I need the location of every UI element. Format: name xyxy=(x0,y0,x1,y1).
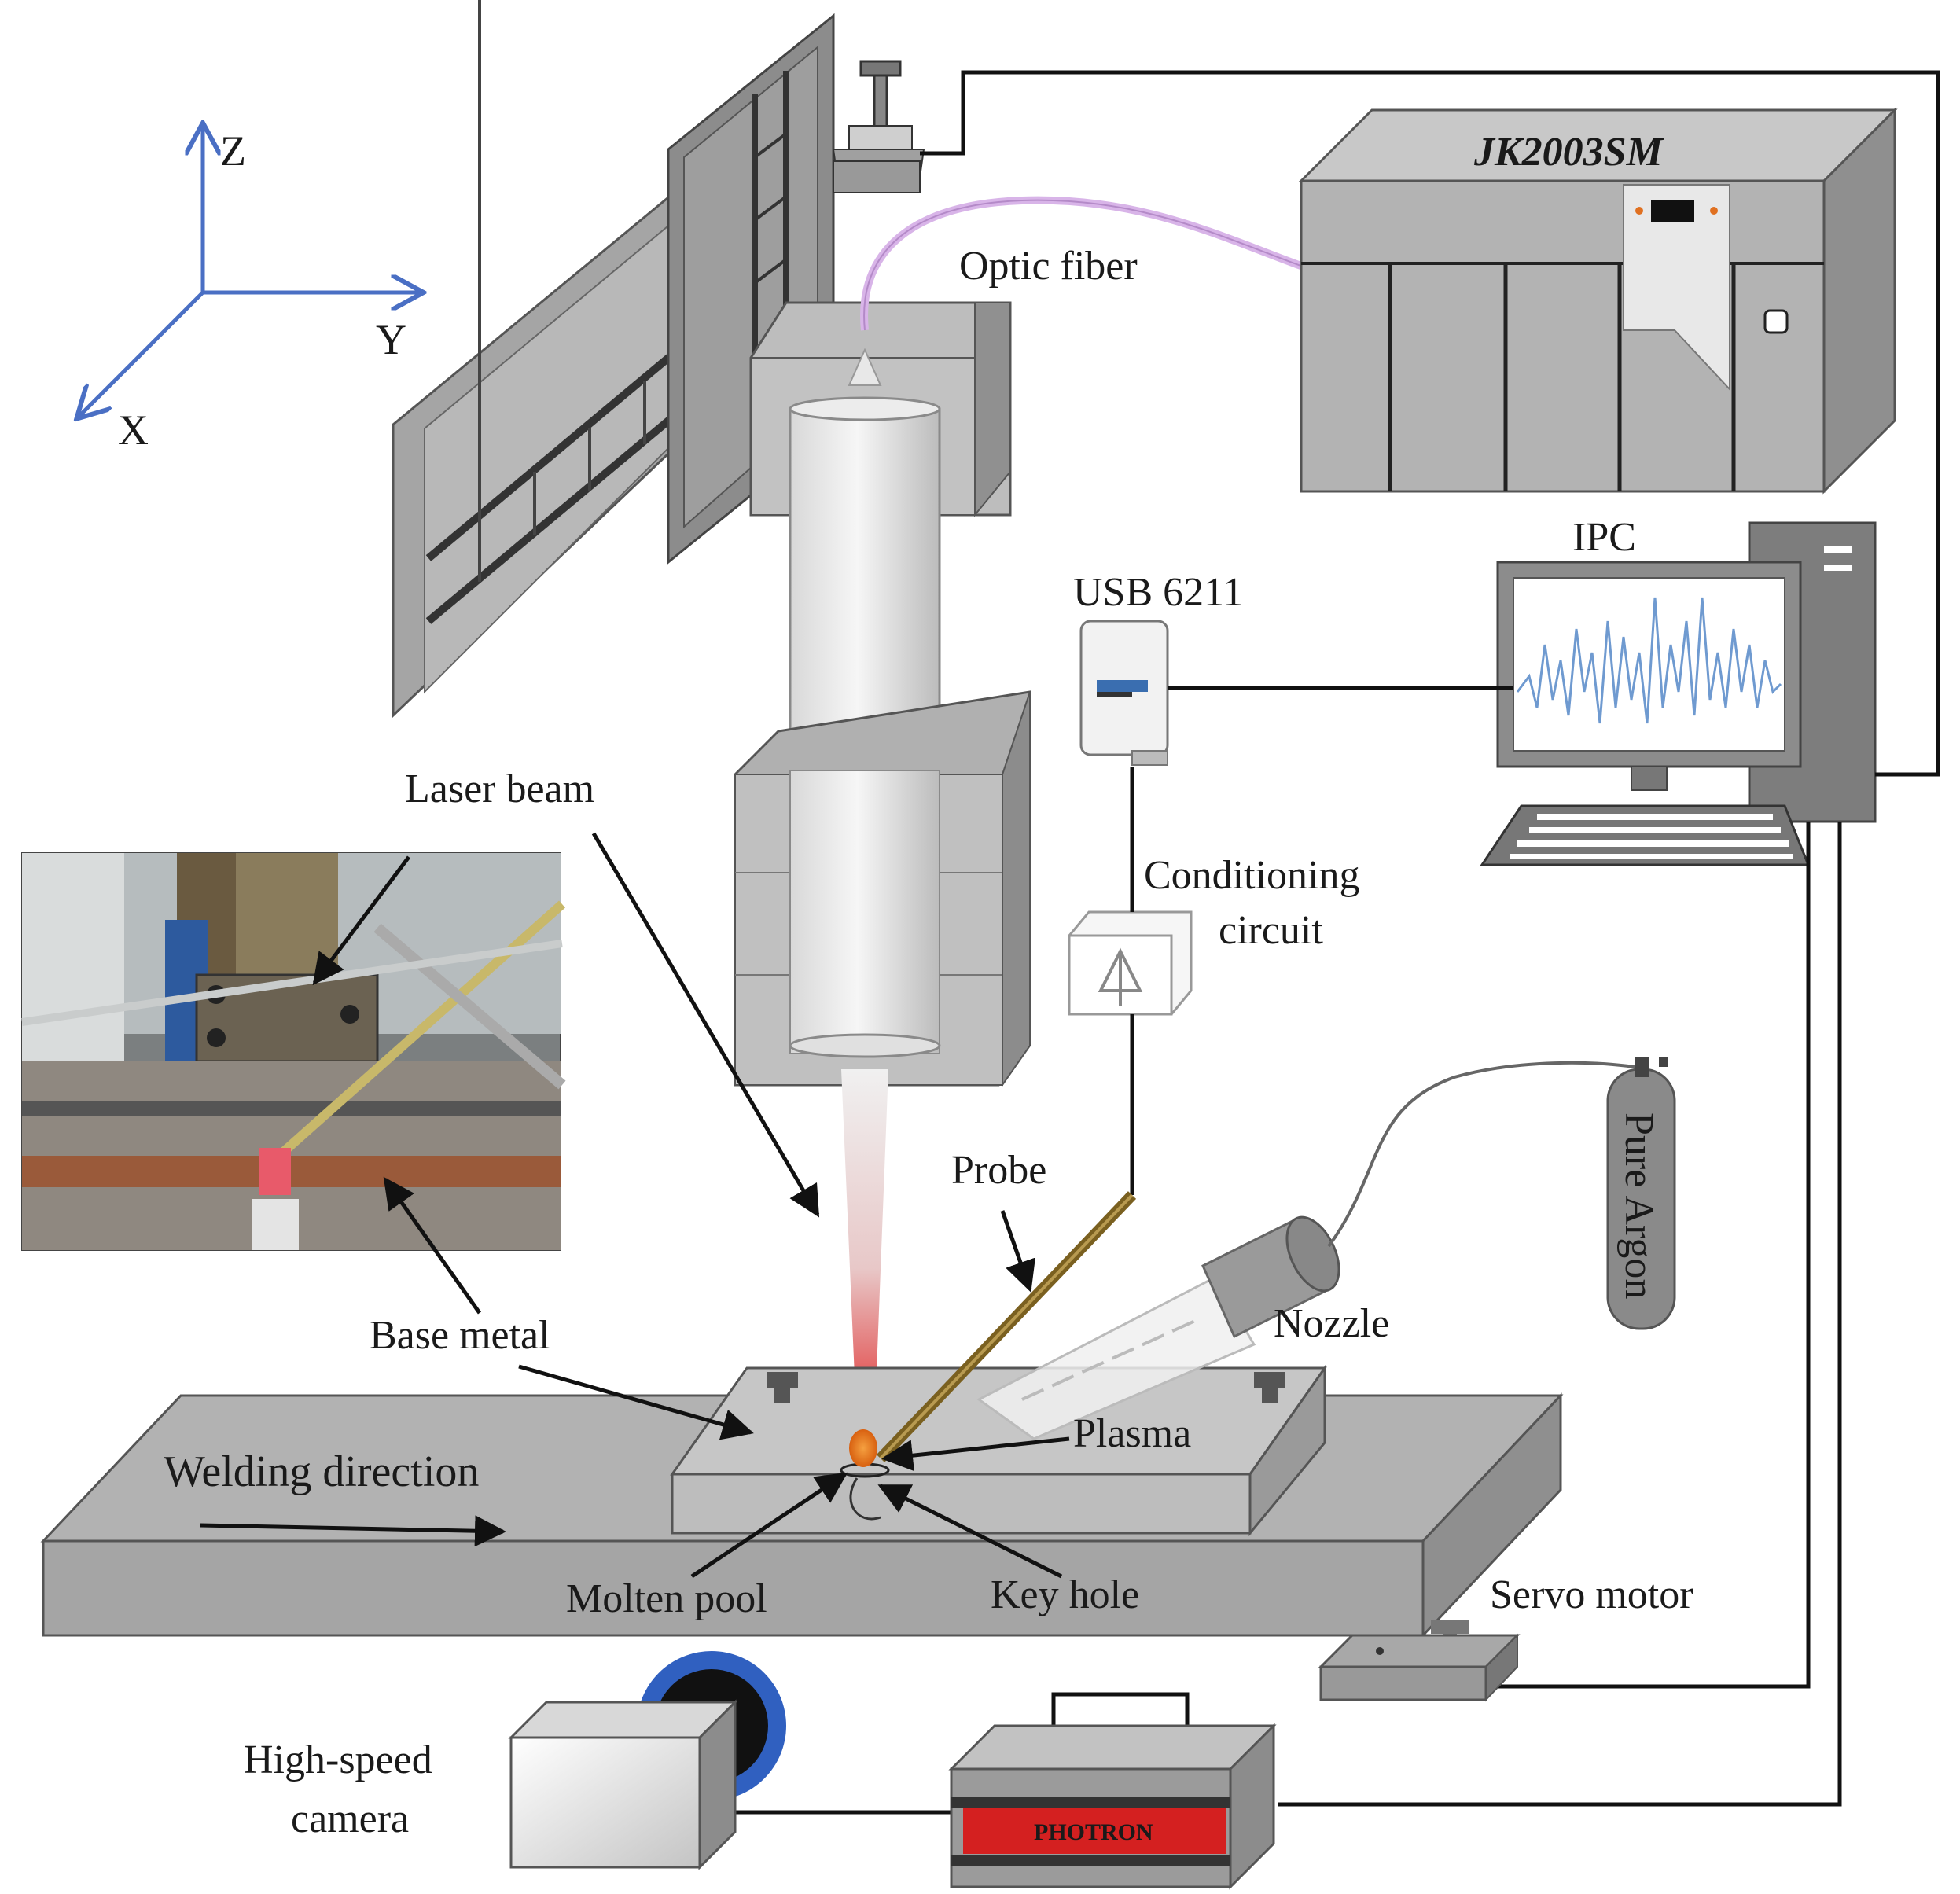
argon-hose xyxy=(1327,1061,1648,1248)
axis-label-y: Y xyxy=(376,316,406,363)
label-ipc: IPC xyxy=(1572,515,1636,560)
label-conditioning-2: circuit xyxy=(1219,908,1323,953)
label-servo-motor: Servo motor xyxy=(1490,1572,1693,1617)
photo-inset xyxy=(21,852,566,1315)
conditioning-circuit: Conditioning circuit xyxy=(1068,853,1359,1016)
label-nozzle: Nozzle xyxy=(1274,1301,1389,1346)
ipc-computer: IPC xyxy=(1480,515,1877,866)
gas-nozzle: Nozzle xyxy=(976,1215,1389,1440)
worktable xyxy=(40,1364,1564,1638)
label-laser-beam: Laser beam xyxy=(405,767,594,811)
photron-controller: PHOTRON xyxy=(948,1692,1277,1890)
z-axis-motor xyxy=(832,60,925,193)
label-laser-model: JK2003SM xyxy=(1473,130,1664,175)
high-speed-camera: High-speed camera xyxy=(244,1651,786,1870)
label-welding-direction: Welding direction xyxy=(164,1447,479,1496)
signal-waveform xyxy=(1516,597,1782,724)
label-molten-pool: Molten pool xyxy=(566,1576,767,1621)
usb-6211-daq: USB 6211 xyxy=(1073,570,1243,766)
label-plasma: Plasma xyxy=(1073,1411,1191,1456)
laser-head xyxy=(734,301,1031,1431)
label-conditioning-1: Conditioning xyxy=(1144,853,1359,898)
argon-cylinder: Pure Argon xyxy=(1606,1057,1676,1330)
axis-label-z: Z xyxy=(220,127,246,175)
laser-source-unit: JK2003SM xyxy=(1298,107,1898,495)
servo-motor: Servo motor xyxy=(1318,1572,1693,1702)
coordinate-axes: Z Y X xyxy=(79,126,421,454)
label-usb-device: USB 6211 xyxy=(1073,570,1243,615)
label-key-hole: Key hole xyxy=(991,1572,1139,1617)
label-probe: Probe xyxy=(951,1148,1046,1193)
axis-label-x: X xyxy=(118,406,149,454)
wiring xyxy=(708,70,1940,1815)
label-photron: PHOTRON xyxy=(1034,1819,1153,1845)
welding-direction-arrow xyxy=(200,1515,506,1547)
label-camera-1: High-speed xyxy=(244,1738,432,1782)
label-base-metal: Base metal xyxy=(370,1313,550,1358)
label-pure-argon: Pure Argon xyxy=(1616,1112,1661,1299)
label-optic-fiber: Optic fiber xyxy=(959,244,1138,289)
gantry-frame xyxy=(392,0,835,719)
label-camera-2: camera xyxy=(291,1797,409,1841)
